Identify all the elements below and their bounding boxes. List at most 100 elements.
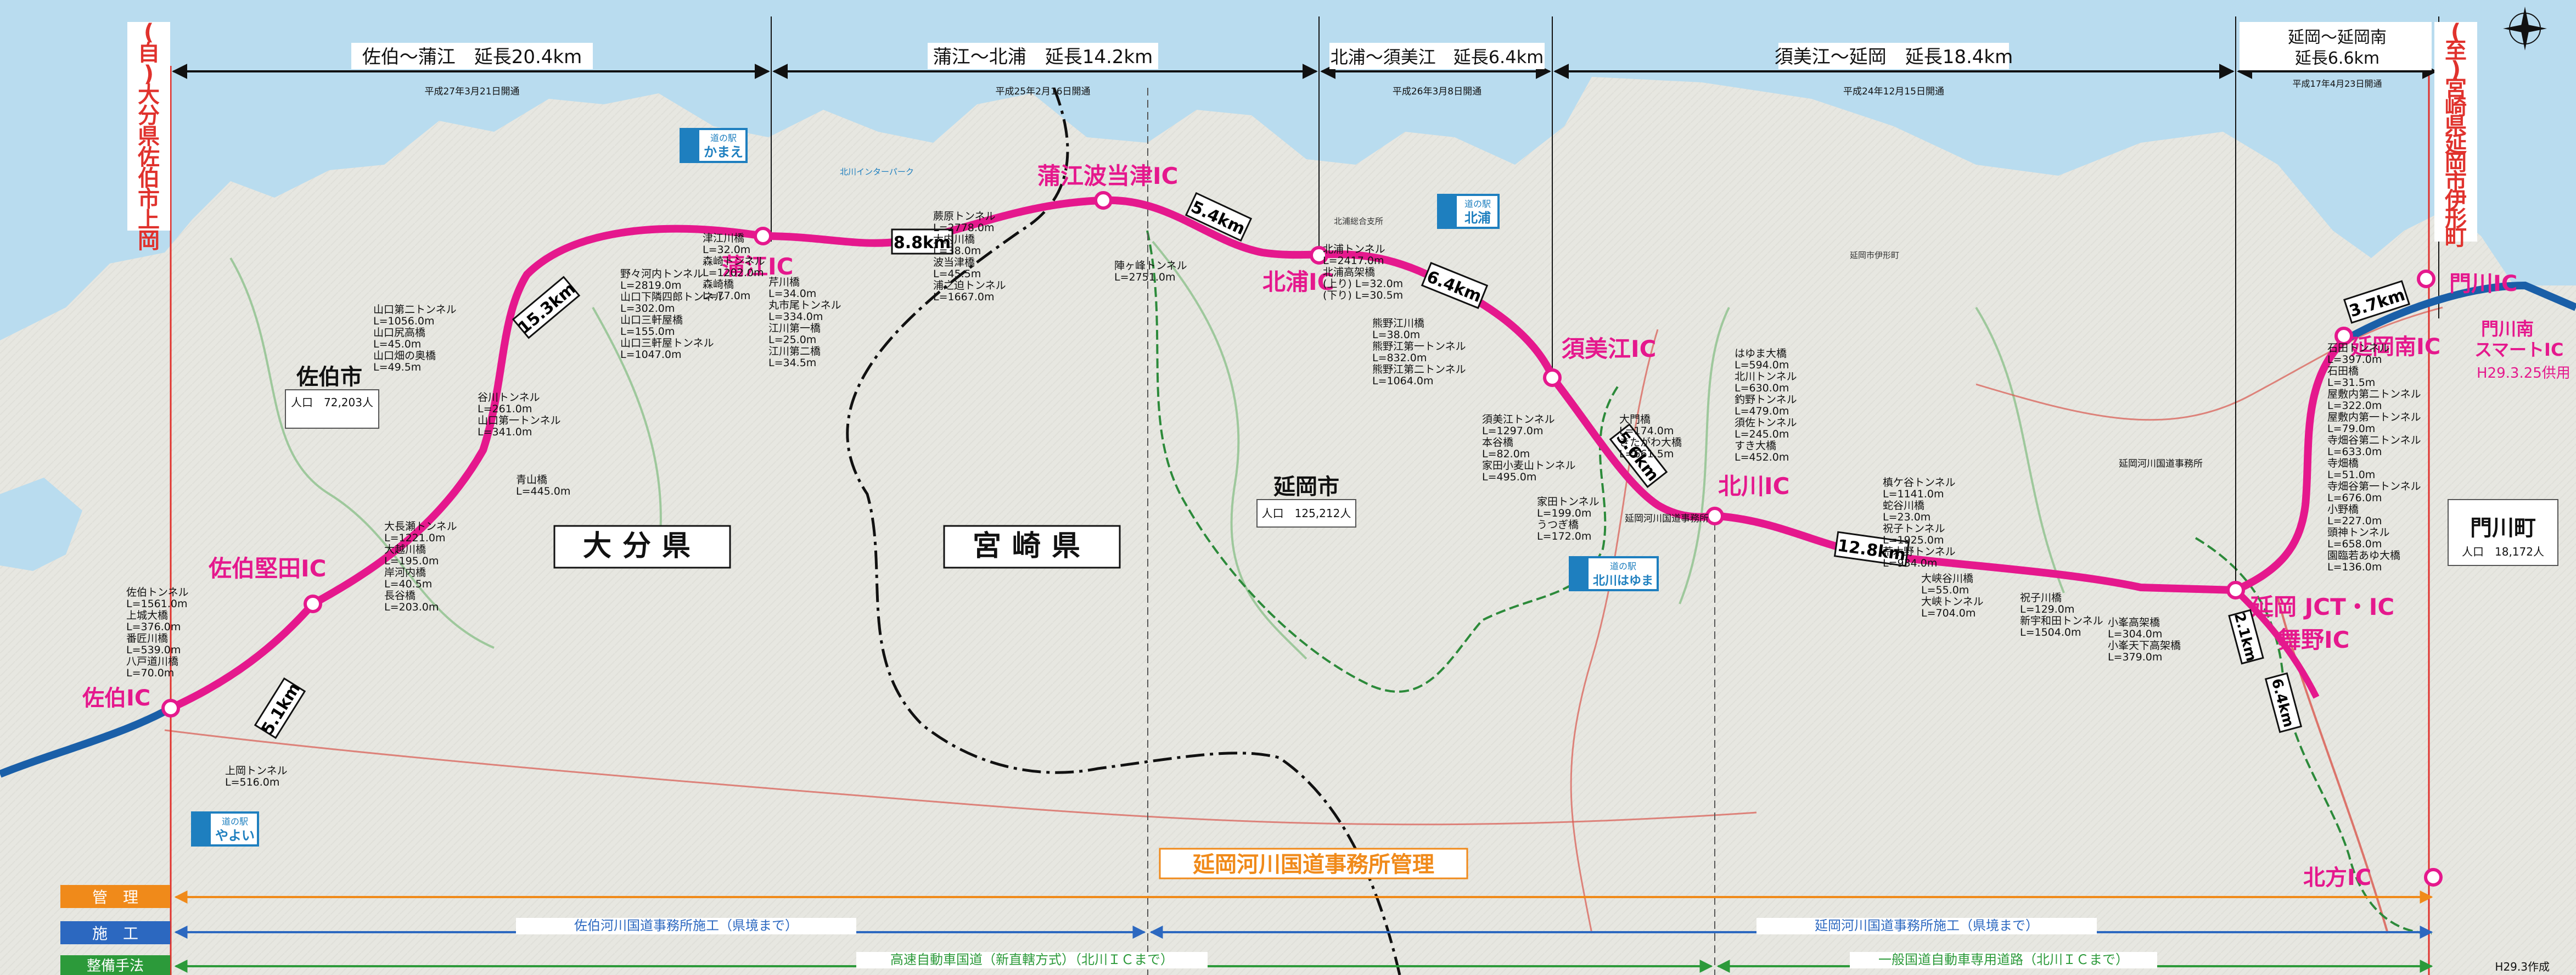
structure-length: L=25.0m <box>768 334 816 346</box>
structure-length: L=45.0m <box>373 338 421 350</box>
structure-length: L=129.0m <box>2020 603 2074 615</box>
higashi-kyushu-expressway <box>169 196 2347 712</box>
ic-label-saikikatata: 佐伯堅田IC <box>208 555 326 582</box>
ic-label-kamae: 蒲江IC <box>722 253 793 280</box>
structure-length: L=34.0m <box>768 288 816 300</box>
structure-length: L=227.0m <box>2327 515 2382 527</box>
structure-length: L=1064.0m <box>1372 375 1434 387</box>
ic-label-saiki: 佐伯IC <box>82 686 150 711</box>
structure-length: L=1667.0m <box>933 291 995 303</box>
michi-small: 道の駅 <box>710 133 737 143</box>
seko-left: 佐伯河川国道事務所施工（県境まで） <box>574 918 798 933</box>
structure-name: きたがわ大橋 <box>1619 436 1682 449</box>
structure-length: L=1056.0m <box>373 315 435 327</box>
structure-length: L=23.0m <box>1883 511 1930 523</box>
structure-name: 釣野トンネル <box>1735 394 1797 406</box>
structure-name: うつぎ橋 <box>1537 519 1579 531</box>
segment-label: 佐伯〜蒲江 延長20.4km <box>362 46 582 68</box>
structure-name: 新宇和田トンネル <box>2020 615 2103 627</box>
structure-length: L=304.0m <box>2108 628 2162 640</box>
structure-name: 小野橋 <box>2327 503 2359 515</box>
structure-name: 槙ケ谷トンネル <box>1883 477 1956 489</box>
structure-length: L=630.0m <box>1735 382 1789 394</box>
structure-length: L=341.0m <box>478 426 532 438</box>
structure-name: 上岡トンネル <box>225 765 288 777</box>
structure-length: L=82.0m <box>1482 448 1530 460</box>
segment-labels: 佐伯〜蒲江 延長20.4km 平成27年3月21日開通 蒲江〜北浦 延長14.2… <box>351 22 2432 97</box>
structure-length: L=479.0m <box>1735 405 1789 417</box>
prefecture-border <box>846 87 1401 975</box>
svg-text:延岡市伊形町: 延岡市伊形町 <box>1850 250 1899 260</box>
structure-name: 祝子川橋 <box>2020 592 2062 604</box>
ic-label-nobeokaminami: 延岡南IC <box>2350 334 2440 360</box>
structure-length: L=51.0m <box>2327 469 2375 481</box>
structure-name: 家田トンネル <box>1537 496 1600 508</box>
structure-length: L=195.0m <box>384 555 439 567</box>
ic-label-kamaehatotsu: 蒲江波当津IC <box>1037 162 1178 189</box>
structure-name: 熊野江川橋 <box>1372 317 1424 329</box>
segment-label: 須美江〜延岡 延長18.4km <box>1775 46 2013 68</box>
ic-label-nobeoka-jct: 延岡 JCT・IC <box>2251 593 2394 620</box>
ic-label-maino: 舞野IC <box>2278 626 2349 653</box>
segment-opened: 平成17年4月23日開通 <box>2293 79 2382 89</box>
structure-length: L=334.0m <box>768 311 823 323</box>
structure-length: L=32.0m <box>703 244 750 256</box>
structure-length: L=495.0m <box>1482 471 1536 483</box>
structure-name: 森崎トンネル <box>703 255 765 267</box>
structure-length: L=934.0m <box>1883 557 1937 569</box>
management-office: 延岡河川国道事務所管理 <box>1193 852 1434 877</box>
ic-label-kitakata: 北方IC <box>2303 865 2371 890</box>
structure-name: 熊野江第一トンネル <box>1372 340 1466 352</box>
structure-length: L=70.0m <box>126 667 174 679</box>
existing-expressway-west <box>0 704 173 778</box>
seibi-right: 一般国道自動車専用道路（北川ＩＣまで） <box>1878 952 2129 967</box>
structure-name: 北川トンネル <box>1735 371 1797 383</box>
structure-length: L=376.0m <box>126 621 181 633</box>
michi-small: 道の駅 <box>222 816 248 827</box>
structure-length: L=2417.0m <box>1323 255 1384 267</box>
structure-length: L=34.5m <box>768 357 816 369</box>
structure-name: 番匠川橋 <box>126 632 168 645</box>
structure-name: 寺畑谷第一トンネル <box>2327 480 2421 492</box>
compass-icon <box>2503 7 2547 51</box>
segment-label: 延長6.6km <box>2295 49 2379 68</box>
structure-length: L=594.0m <box>1735 359 1789 371</box>
structure-length: L=174.0m <box>1619 425 1674 437</box>
michi-small: 道の駅 <box>1464 199 1491 209</box>
structure-length: L=40.5m <box>384 578 432 590</box>
segment-label: 蒲江〜北浦 延長14.2km <box>933 46 1153 68</box>
structure-name: 屋敷内第二トンネル <box>2327 388 2421 400</box>
structure-name: 大門橋 <box>1619 413 1651 425</box>
michi-small: 道の駅 <box>1610 561 1636 571</box>
structure-name: 熊野江第二トンネル <box>1372 363 1466 376</box>
michi-name: やよい <box>215 828 255 843</box>
structure-name: 頭神トンネル <box>2327 526 2390 539</box>
structure-name: 園臨若あゆ大橋 <box>2327 550 2400 562</box>
structure-name: 山口第二トンネル <box>373 304 457 316</box>
structure-name: 小峯高架橋 <box>2108 617 2160 629</box>
structure-length: L=397.0m <box>2327 354 2382 366</box>
management-bar: 延岡河川国道事務所管理 管 理 佐伯河川国道事務所施工（県境まで） 延岡河川国道… <box>60 848 2550 975</box>
structure-name: 山口三軒屋トンネル <box>620 337 714 349</box>
structure-name: 谷川トンネル <box>478 391 540 404</box>
structure-name: 江川第一橋 <box>768 322 821 334</box>
structure-name: 寺畑橋 <box>2327 457 2359 469</box>
structure-length: L=1297.0m <box>1482 425 1544 437</box>
municipal-border <box>1146 230 1620 693</box>
structure-length: L=676.0m <box>2327 492 2382 504</box>
city-kadogawa-pop: 人口 18,172人 <box>2462 545 2544 558</box>
